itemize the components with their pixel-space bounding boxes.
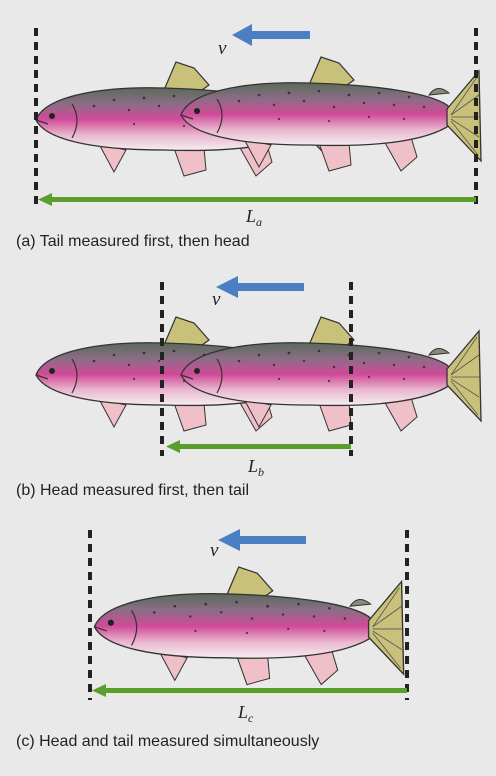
velocity-arrow-c	[218, 529, 306, 551]
fish-c	[94, 567, 403, 685]
panel-a: v La	[36, 24, 481, 229]
velocity-arrow-b	[216, 276, 304, 298]
velocity-label-a: v	[218, 38, 227, 59]
panel-c: v Lc	[90, 529, 407, 725]
length-arrow-c	[92, 684, 407, 697]
length-label-c: Lc	[237, 702, 254, 725]
length-label-b: Lb	[247, 456, 264, 479]
fish-b-tail-position	[181, 317, 481, 431]
caption-b: (b) Head measured first, then tail	[16, 482, 249, 500]
caption-c: (c) Head and tail measured simultaneousl…	[16, 733, 319, 751]
panel-b: v Lb	[36, 276, 481, 479]
length-label-a: La	[245, 206, 262, 229]
velocity-label-b: v	[212, 289, 221, 310]
velocity-label-c: v	[210, 540, 219, 561]
fish-a-head-position	[181, 57, 481, 171]
velocity-arrow-a	[232, 24, 310, 46]
length-arrow-b	[166, 440, 351, 453]
caption-a: (a) Tail measured first, then head	[16, 233, 250, 251]
length-arrow-a	[38, 193, 476, 206]
